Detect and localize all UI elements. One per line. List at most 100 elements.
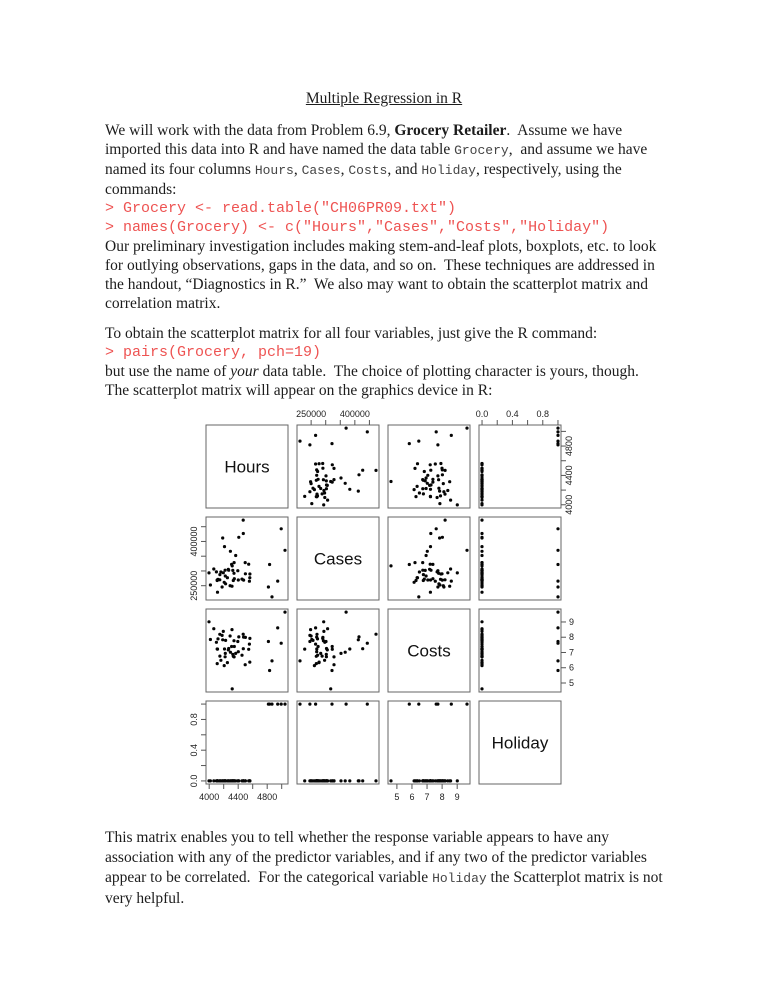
data-point (556, 443, 560, 447)
data-point (314, 478, 318, 482)
text-run: Grocery Retailer (394, 122, 507, 139)
data-point (437, 486, 441, 490)
data-point (480, 642, 484, 646)
data-point (324, 487, 328, 491)
data-point (439, 461, 443, 466)
axis-tick-label: 4400 (564, 465, 574, 485)
axis-tick-label: 400000 (340, 409, 370, 419)
data-point (236, 639, 240, 644)
data-point (436, 585, 440, 589)
data-point (556, 579, 560, 583)
data-point (455, 779, 459, 783)
data-point (424, 779, 428, 783)
data-point (214, 640, 218, 644)
data-point (216, 637, 220, 641)
data-point (266, 639, 270, 644)
data-point (446, 571, 450, 575)
data-point (308, 443, 312, 447)
scatter-panel (205, 700, 289, 785)
data-point (448, 480, 452, 484)
data-point (215, 590, 220, 594)
paragraph: To obtain the scatterplot matrix for all… (105, 324, 662, 343)
data-point (428, 494, 432, 498)
axis-tick-label: 250000 (189, 571, 199, 601)
data-point (314, 702, 318, 706)
data-point (344, 426, 348, 430)
scatter-panel (478, 608, 562, 693)
data-point (480, 562, 484, 566)
data-point (431, 480, 435, 484)
data-point (322, 629, 326, 633)
data-point (389, 479, 393, 484)
data-point (389, 779, 393, 783)
data-point (237, 779, 241, 783)
data-point (303, 494, 307, 498)
data-point (240, 653, 244, 657)
scatter-panel (296, 700, 380, 785)
axis-tick-label: 7 (569, 647, 574, 657)
data-point (314, 662, 318, 666)
data-point (236, 650, 240, 654)
data-point (283, 548, 287, 552)
main-text: We will work with the data from Problem … (105, 121, 662, 400)
data-point (218, 632, 222, 636)
data-point (228, 549, 232, 553)
data-point (412, 580, 416, 584)
data-point (270, 595, 274, 599)
data-point (356, 638, 360, 642)
data-point (556, 626, 560, 630)
data-point (421, 568, 425, 572)
data-point (431, 577, 435, 581)
data-point (480, 635, 484, 639)
data-point (230, 628, 234, 632)
text-run: . Assume we have imported this data into… (105, 122, 623, 158)
data-point (480, 590, 484, 594)
data-point (215, 662, 219, 666)
data-point (407, 702, 411, 706)
data-point (230, 779, 234, 783)
data-point (234, 553, 238, 558)
data-point (314, 779, 318, 783)
text-run: We will work with the data from Problem … (105, 122, 395, 139)
text-run: , (340, 161, 349, 178)
data-point (556, 610, 560, 614)
data-point (428, 487, 433, 491)
data-point (434, 702, 438, 706)
data-point (247, 779, 251, 783)
data-point (222, 580, 226, 584)
data-point (228, 584, 232, 588)
data-point (312, 488, 316, 492)
data-point (417, 439, 421, 443)
data-point (270, 702, 274, 706)
data-point (320, 492, 324, 496)
data-point (230, 644, 234, 649)
data-point (348, 779, 352, 783)
data-point (361, 647, 365, 651)
text-run: Grocery (454, 143, 509, 158)
data-point (322, 488, 326, 493)
axis-tick-label: 4800 (257, 792, 277, 802)
data-point (212, 779, 216, 783)
data-point (436, 443, 440, 447)
data-point (440, 473, 444, 477)
data-point (480, 483, 484, 487)
data-point (315, 647, 319, 651)
data-point (440, 466, 444, 470)
data-point (319, 651, 323, 655)
data-point (321, 779, 325, 783)
data-point (215, 647, 220, 651)
data-point (480, 480, 484, 484)
data-point (332, 478, 336, 482)
data-point (407, 562, 411, 567)
data-point (343, 650, 347, 654)
data-point (324, 779, 328, 783)
data-point (248, 660, 252, 664)
data-point (324, 655, 328, 659)
data-point (243, 663, 247, 667)
data-point (322, 503, 326, 507)
axis-tick-label: 4400 (228, 792, 248, 802)
data-point (480, 568, 484, 572)
data-point (389, 564, 393, 568)
data-point (440, 578, 444, 582)
